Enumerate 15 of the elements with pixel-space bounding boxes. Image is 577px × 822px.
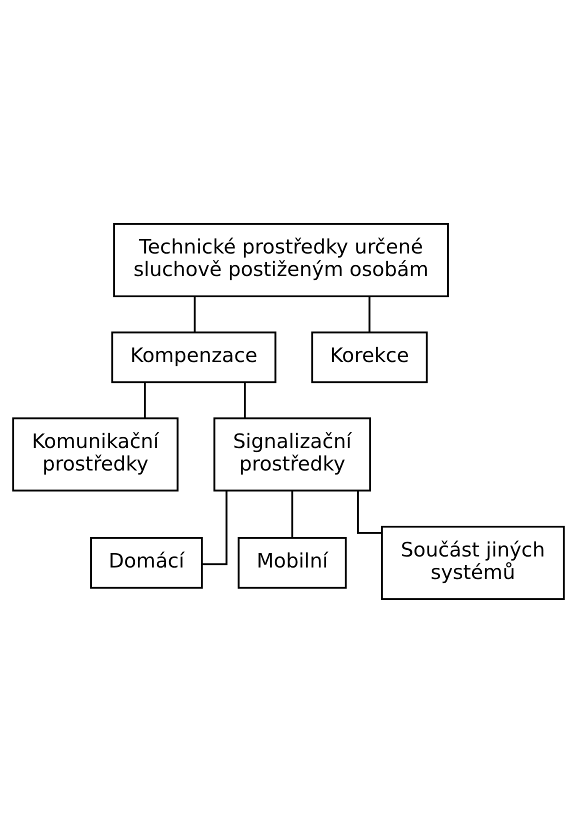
connector: [144, 382, 146, 418]
node-box: Technické prostředky určené sluchově postiženým osobám: [113, 222, 449, 297]
node-box: Mobilní: [238, 536, 347, 588]
connector: [244, 382, 246, 418]
connector: [194, 296, 196, 332]
node-box: Komunikační prostředky: [12, 416, 179, 492]
connector: [368, 296, 370, 332]
node-box: Domácí: [90, 536, 203, 588]
node-box: Kompenzace: [111, 330, 276, 383]
node-box: Součást jiných systémů: [381, 525, 565, 600]
connector: [291, 490, 294, 538]
node-box: Korekce: [311, 330, 428, 383]
node-box: Signalizační prostředky: [213, 416, 372, 492]
connector: [357, 490, 382, 534]
connector: [202, 490, 228, 565]
